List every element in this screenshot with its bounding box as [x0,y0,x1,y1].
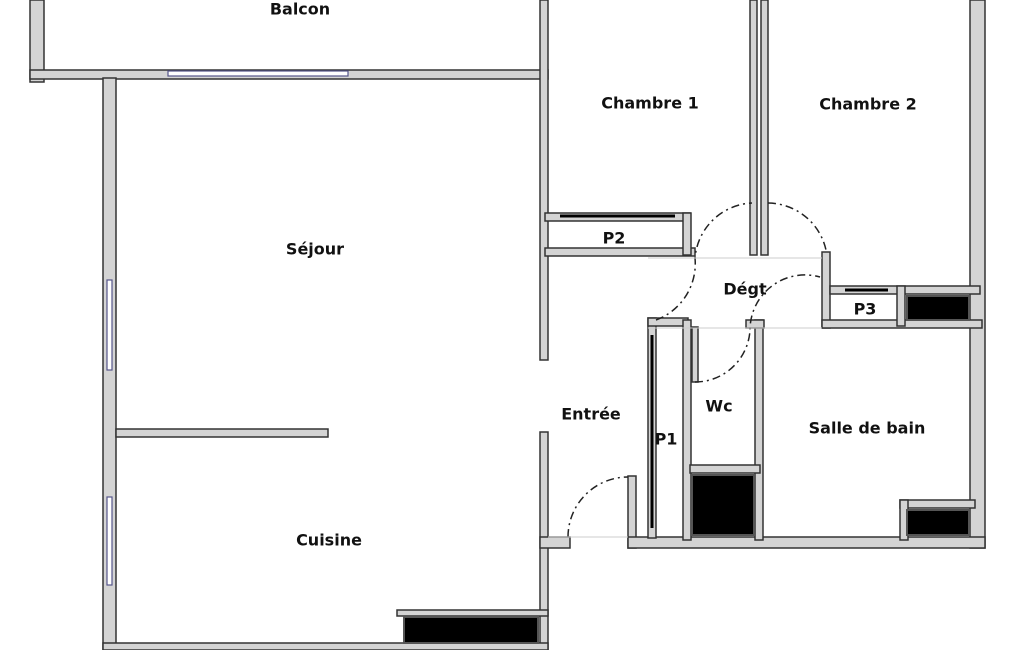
room-label-degt: Dégt [723,279,767,299]
room-label-chambre-1: Chambre 1 [601,93,699,113]
closet-doors [560,214,888,528]
room-label-salle-de-bain: Salle de bain [808,418,926,438]
room-label-chambre-2: Chambre 2 [819,94,917,114]
ducts [403,295,970,644]
door-swings [548,202,827,538]
room-label-p1: P1 [654,429,678,449]
room-label-wc: Wc [705,396,733,416]
room-label-balcon: Balcon [269,0,331,19]
windows [106,70,349,586]
room-label-p3: P3 [853,299,877,319]
room-label-sejour: Séjour [285,239,345,259]
room-label-cuisine: Cuisine [296,530,362,550]
room-label-p2: P2 [602,228,626,248]
room-label-entree: Entrée [561,404,621,424]
